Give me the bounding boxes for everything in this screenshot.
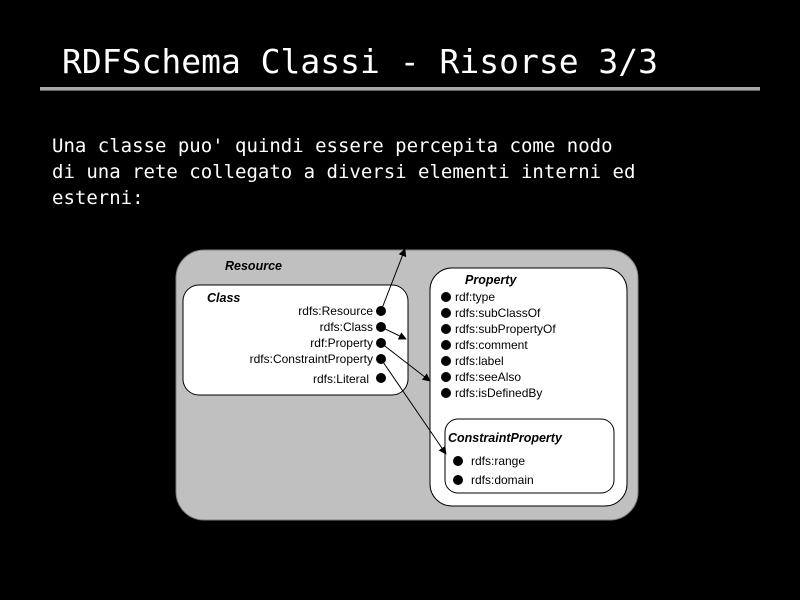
- constraint-item-label: rdfs:domain: [471, 473, 534, 487]
- property-item-label: rdfs:isDefinedBy: [455, 386, 542, 400]
- class-box: [182, 284, 409, 396]
- arrow-resource-to-outside: [380, 248, 407, 312]
- constraint-item-label: rdfs:range: [471, 454, 525, 468]
- body-line: esterni:: [52, 187, 144, 209]
- node-dot: [441, 324, 451, 334]
- arrow-class-to-property: [380, 326, 407, 340]
- property-box-title: Property: [465, 273, 517, 287]
- node-dot: [441, 308, 451, 318]
- class-item-label: rdfs:Class: [320, 320, 373, 334]
- node-dot: [441, 292, 451, 302]
- title-divider: [40, 87, 760, 91]
- class-item-label: rdfs:Resource: [298, 304, 373, 318]
- node-dot: [441, 340, 451, 350]
- body-text: Una classe puo' quindi essere percepita …: [52, 133, 752, 211]
- node-dot: [441, 388, 451, 398]
- class-item-label: rdfs:Literal: [313, 372, 369, 386]
- constraint-box-title: ConstraintProperty: [448, 431, 563, 445]
- node-dot: [376, 373, 386, 383]
- class-box-title: Class: [207, 291, 240, 305]
- resource-title: Resource: [225, 259, 282, 273]
- body-line: di una rete collegato a diversi elementi…: [52, 161, 636, 183]
- node-dot: [441, 356, 451, 366]
- property-item-label: rdfs:label: [455, 354, 504, 368]
- property-item-label: rdfs:subPropertyOf: [455, 322, 556, 336]
- node-dot: [453, 456, 463, 466]
- property-item-label: rdfs:seeAlso: [455, 370, 521, 384]
- body-line: Una classe puo' quindi essere percepita …: [52, 135, 613, 157]
- class-item-label: rdf:Property: [310, 336, 373, 350]
- property-item-label: rdf:type: [455, 290, 495, 304]
- node-dot: [453, 475, 463, 485]
- slide-title: RDFSchema Classi - Risorse 3/3: [62, 42, 659, 81]
- class-item-label: rdfs:ConstraintProperty: [250, 352, 373, 366]
- arrow-constraintproperty-to-constraint-box: [380, 358, 447, 455]
- property-item-label: rdfs:subClassOf: [455, 306, 541, 320]
- property-item-label: rdfs:comment: [455, 338, 528, 352]
- constraint-property-box: [444, 418, 615, 494]
- arrow-property-to-property-box: [380, 342, 431, 382]
- node-dot: [441, 372, 451, 382]
